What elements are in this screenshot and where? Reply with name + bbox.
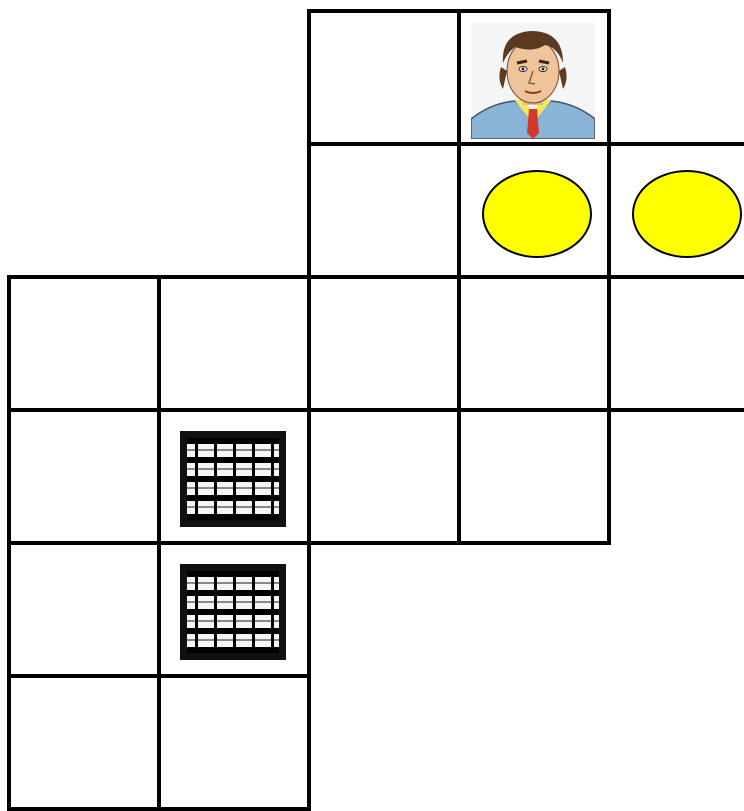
board-cell [7, 275, 161, 412]
crate-icon [180, 431, 286, 527]
board-cell [607, 275, 744, 412]
board-cell [7, 541, 161, 678]
board-cell [157, 674, 311, 811]
board-cell [307, 275, 461, 412]
goal-target [632, 170, 742, 258]
board-cell [7, 674, 161, 811]
board-cell [157, 541, 311, 678]
board-cell [307, 408, 461, 545]
board-cell [157, 408, 311, 545]
board-cell [607, 142, 744, 279]
board-cell [457, 9, 611, 146]
board-cell [457, 408, 611, 545]
board-cell [157, 275, 311, 412]
board-cell [457, 142, 611, 279]
crate-icon [180, 564, 286, 660]
board-cell [7, 408, 161, 545]
board-cell [457, 275, 611, 412]
board-cell [307, 9, 461, 146]
board-cell [307, 142, 461, 279]
player-avatar [471, 23, 595, 139]
goal-target [482, 170, 592, 258]
